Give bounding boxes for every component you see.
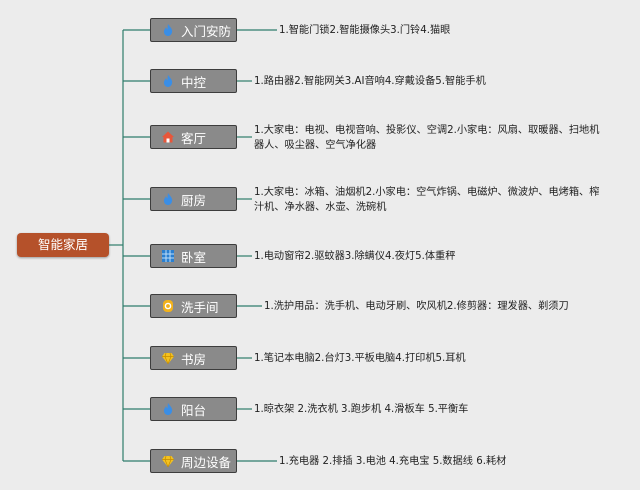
- grid-icon: [160, 248, 176, 264]
- root-node[interactable]: 智能家居: [17, 233, 109, 257]
- category-node[interactable]: 周边设备: [150, 449, 237, 473]
- leaf-items: 1.充电器 2.排插 3.电池 4.充电宝 5.数据线 6.耗材: [279, 456, 507, 467]
- category-node[interactable]: 厨房: [150, 187, 237, 211]
- category-label: 洗手间: [181, 299, 219, 315]
- leaf-items: 1.洗护用品：洗手机、电动牙刷、吹风机2.修剪器：理发器、剃须刀: [264, 301, 569, 312]
- category-node[interactable]: 客厅: [150, 125, 237, 149]
- category-node[interactable]: 书房: [150, 346, 237, 370]
- category-label: 厨房: [181, 192, 207, 208]
- category-node[interactable]: 入门安防: [150, 18, 237, 42]
- category-node[interactable]: 中控: [150, 69, 237, 93]
- flame-icon: [160, 22, 176, 38]
- leaf-items: 1.大家电：电视、电视音响、投影仪、空调2.小家电：风扇、取暖器、扫地机器人、吸…: [254, 125, 600, 151]
- category-label: 卧室: [181, 249, 207, 265]
- leaf-items: 1.电动窗帘2.驱蚊器3.除螨仪4.夜灯5.体重秤: [254, 251, 456, 262]
- ring-icon: [160, 298, 176, 314]
- category-node[interactable]: 卧室: [150, 244, 237, 268]
- leaf-items: 1.大家电：冰箱、油烟机2.小家电：空气炸锅、电磁炉、微波炉、电烤箱、榨汁机、净…: [254, 187, 600, 213]
- diamond-icon: [160, 453, 176, 469]
- diamond-icon: [160, 350, 176, 366]
- category-label: 周边设备: [181, 454, 232, 470]
- category-label: 中控: [181, 74, 207, 90]
- flame-icon: [160, 191, 176, 207]
- flame-icon: [160, 73, 176, 89]
- category-label: 书房: [181, 351, 207, 367]
- leaf-items: 1.路由器2.智能网关3.AI音响4.穿戴设备5.智能手机: [254, 76, 486, 87]
- category-label: 入门安防: [181, 23, 232, 39]
- category-label: 阳台: [181, 402, 207, 418]
- flame-icon: [160, 401, 176, 417]
- category-label: 客厅: [181, 130, 207, 146]
- leaf-items: 1.智能门锁2.智能摄像头3.门铃4.猫眼: [279, 25, 451, 36]
- house-icon: [160, 129, 176, 145]
- leaf-items: 1.晾衣架 2.洗衣机 3.跑步机 4.滑板车 5.平衡车: [254, 404, 469, 415]
- category-node[interactable]: 阳台: [150, 397, 237, 421]
- category-node[interactable]: 洗手间: [150, 294, 237, 318]
- leaf-items: 1.笔记本电脑2.台灯3.平板电脑4.打印机5.耳机: [254, 353, 466, 364]
